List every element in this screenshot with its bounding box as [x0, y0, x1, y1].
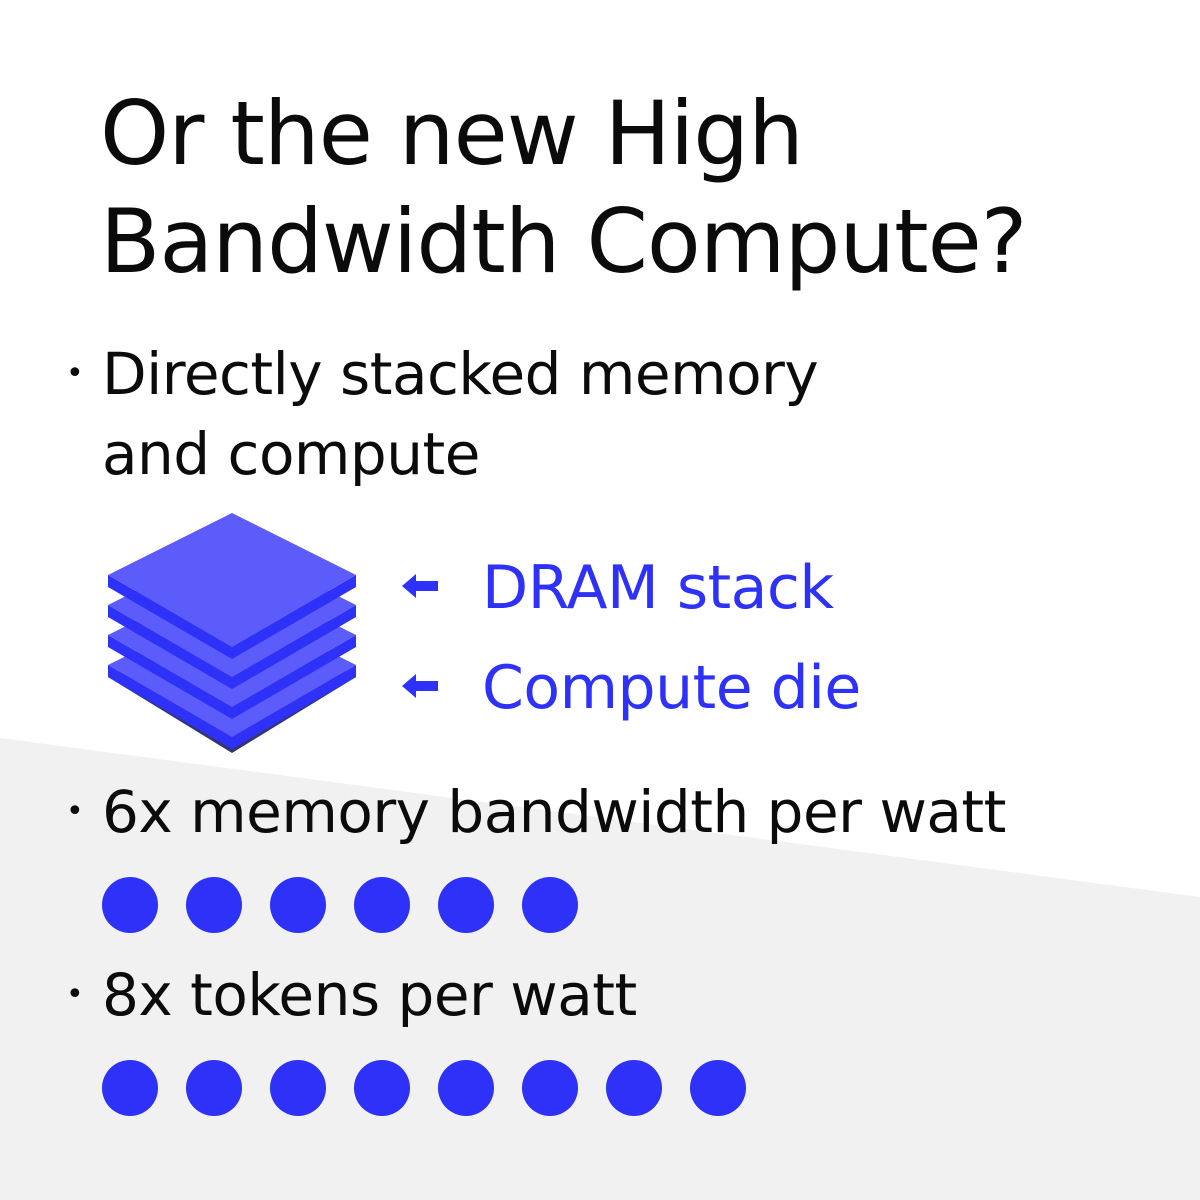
- filled-circle-icon: [102, 1060, 158, 1116]
- filled-circle-icon: [690, 1060, 746, 1116]
- filled-circle-icon: [354, 877, 410, 933]
- page-title: Or the new High Bandwidth Compute?: [100, 82, 1027, 293]
- bullet-dot: •: [66, 794, 84, 829]
- filled-circle-icon: [186, 1060, 242, 1116]
- filled-circle-icon: [102, 877, 158, 933]
- dram-stack-label: DRAM stack: [482, 553, 834, 623]
- bullet-dot: •: [66, 977, 84, 1012]
- bullet-dot: •: [66, 356, 84, 391]
- filled-circle-icon: [186, 877, 242, 933]
- compute-die-label: Compute die: [482, 653, 861, 723]
- filled-circle-icon: [270, 1060, 326, 1116]
- filled-circle-icon: [438, 877, 494, 933]
- stack-top-layer: [108, 513, 356, 647]
- compute-die-label-row: Compute die: [400, 653, 861, 723]
- bullet-text: 6x memory bandwidth per watt: [102, 778, 1006, 846]
- bullet-text: 8x tokens per watt: [102, 961, 637, 1029]
- bullet-text: Directly stacked memory and compute: [102, 340, 819, 488]
- arrow-left-icon: [400, 565, 482, 611]
- arrow-left-icon: [400, 665, 482, 711]
- filled-circle-icon: [522, 877, 578, 933]
- filled-circle-icon: [606, 1060, 662, 1116]
- filled-circle-icon: [522, 1060, 578, 1116]
- filled-circle-icon: [270, 877, 326, 933]
- layered-chip-stack-icon: [108, 513, 356, 753]
- filled-circle-icon: [438, 1060, 494, 1116]
- dram-stack-label-row: DRAM stack: [400, 553, 834, 623]
- filled-circle-icon: [354, 1060, 410, 1116]
